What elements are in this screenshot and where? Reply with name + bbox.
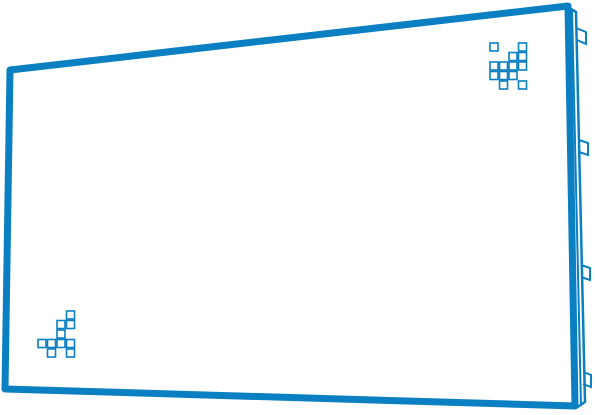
- panel-bracket-top: [575, 27, 587, 46]
- pixel-bottom-left-square: [56, 329, 66, 339]
- pixel-squares-bottom-left-icon: [37, 310, 76, 358]
- pixel-top-right-square: [508, 51, 518, 62]
- pixel-bottom-left-square: [37, 338, 47, 349]
- pixel-bottom-left-square: [46, 348, 57, 358]
- pixel-bottom-left-square: [65, 348, 76, 358]
- pixel-top-right-square: [489, 61, 499, 71]
- panel-bracket-upper-mid: [578, 139, 589, 157]
- pixel-top-right-square: [489, 42, 499, 52]
- pixel-bottom-left-square: [46, 338, 57, 349]
- pixel-top-right-square: [498, 61, 509, 71]
- pixel-squares-top-right-icon: [489, 42, 528, 90]
- pixel-top-right-square: [498, 80, 509, 90]
- panel-side-inner: [571, 8, 582, 407]
- panel-bracket-bottom: [582, 371, 592, 389]
- pixel-bottom-left-square: [65, 319, 76, 330]
- pixel-bottom-left-square: [65, 338, 76, 349]
- panel-front-face: [1, 2, 579, 410]
- panel-frame: [1, 2, 592, 410]
- pixel-top-right-square: [517, 80, 528, 90]
- pixel-bottom-left-square: [56, 338, 66, 349]
- panel-bracket-lower-mid: [580, 264, 591, 282]
- pixel-bottom-left-square: [56, 319, 66, 330]
- pixel-top-right-square: [508, 61, 518, 71]
- pixel-top-right-square: [489, 70, 499, 81]
- pixel-top-right-square: [508, 70, 518, 81]
- pixel-top-right-square: [517, 42, 528, 52]
- pixel-top-right-square: [517, 61, 528, 71]
- pixel-bottom-left-square: [65, 310, 76, 320]
- pixel-top-right-square: [517, 51, 528, 62]
- pixel-top-right-square: [498, 70, 509, 81]
